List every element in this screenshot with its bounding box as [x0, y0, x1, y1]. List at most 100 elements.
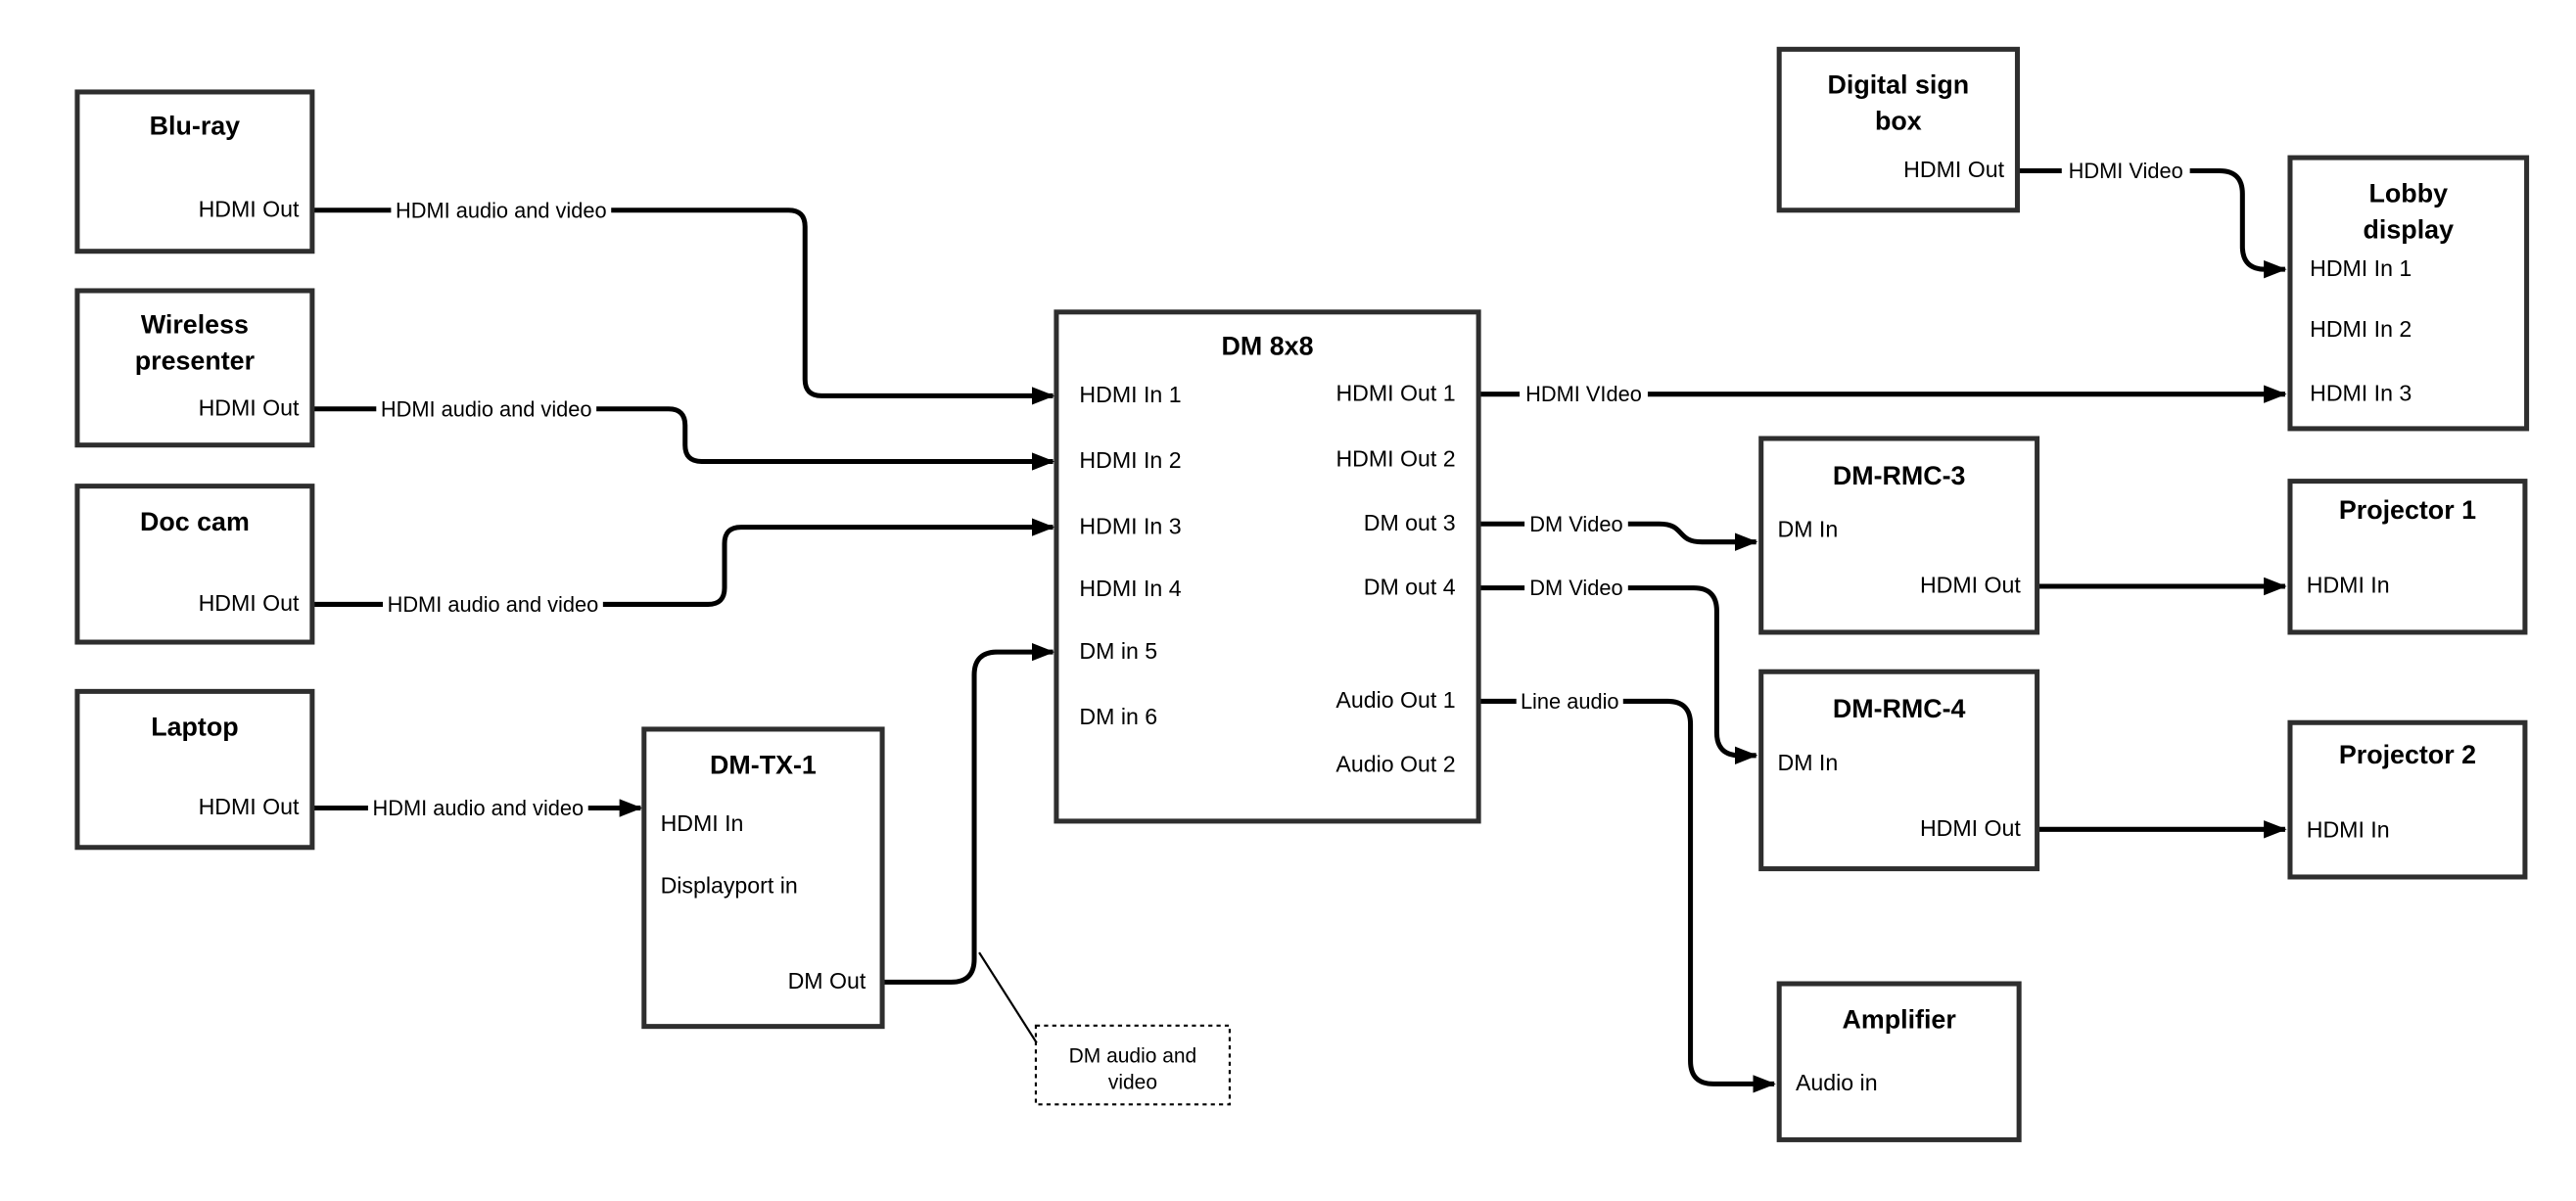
digital-sign-port-hdmi-out: HDMI Out [1903, 157, 2004, 182]
dm-tx-1-port-dm-out: DM Out [788, 968, 866, 993]
dm8x8-port-hdmi-out-1: HDMI Out 1 [1335, 380, 1455, 405]
laptop-title: Laptop [151, 713, 238, 742]
dm-rmc-3-box [1758, 436, 2040, 635]
dm8x8-port-dm-out-4: DM out 4 [1364, 574, 1456, 599]
node-projector-1: Projector 1 HDMI In [2287, 479, 2528, 635]
dm-rmc-3-port-dm-in: DM In [1777, 517, 1838, 542]
wireless-presenter-box [74, 288, 315, 448]
node-dm-rmc-4: DM-RMC-4 DM In HDMI Out [1758, 669, 2040, 872]
lobby-display-box [2287, 155, 2530, 432]
wire-label-bluray: HDMI audio and video [396, 198, 607, 222]
digital-sign-box [1776, 46, 2020, 213]
bluray-box [74, 89, 315, 254]
projector-2-port-hdmi-in: HDMI In [2307, 817, 2390, 843]
annotation-leader-line [978, 951, 1038, 1044]
dm8x8-port-hdmi-in-2: HDMI In 2 [1079, 447, 1181, 473]
node-digital-sign-box: Digital sign box HDMI Out [1776, 46, 2020, 213]
dm8x8-port-hdmi-out-2: HDMI Out 2 [1335, 446, 1455, 472]
label-bg [2061, 156, 2190, 186]
lobby-port-hdmi-in-3: HDMI In 3 [2310, 380, 2412, 405]
amplifier-box [1776, 981, 2022, 1142]
doc-cam-port-hdmi-out: HDMI Out [199, 590, 300, 616]
digital-sign-title-line2: box [1875, 107, 1922, 136]
lobby-port-hdmi-in-2: HDMI In 2 [2310, 316, 2412, 342]
dm-rmc-4-title: DM-RMC-4 [1833, 694, 1966, 723]
wire-doccam-to-dm8x8-in3 [311, 518, 1055, 607]
dm-tx-1-port-hdmi-in: HDMI In [661, 810, 744, 836]
label-bg [383, 589, 603, 620]
label-bg [376, 393, 597, 424]
label-bg [1524, 509, 1628, 539]
node-dm-rmc-3: DM-RMC-3 DM In HDMI Out [1758, 436, 2040, 635]
wireless-presenter-title-line1: Wireless [141, 310, 249, 340]
wire-label-wireless: HDMI audio and video [381, 396, 592, 421]
wire-label-doccam: HDMI audio and video [388, 592, 599, 617]
node-wireless-presenter: Wireless presenter HDMI Out [74, 288, 315, 448]
dm8x8-port-dm-in-6: DM in 6 [1079, 704, 1157, 729]
wire-label-dm-video-out3: DM Video [1529, 512, 1622, 536]
doc-cam-title: Doc cam [140, 507, 250, 536]
dm8x8-port-hdmi-in-4: HDMI In 4 [1079, 576, 1181, 601]
node-dm8x8: DM 8x8 HDMI In 1 HDMI In 2 HDMI In 3 HDM… [1054, 309, 1481, 824]
laptop-box [74, 688, 315, 851]
wire-label-hdmi-video-out1: HDMI VIdeo [1525, 382, 1642, 406]
dm8x8-port-dm-in-5: DM in 5 [1079, 638, 1157, 664]
bluray-title: Blu-ray [150, 112, 241, 141]
bluray-port-hdmi-out: HDMI Out [199, 196, 300, 221]
wire-label-laptop: HDMI audio and video [372, 796, 584, 820]
wire-label-line-audio: Line audio [1521, 689, 1619, 714]
lobby-display-title-line1: Lobby [2369, 178, 2449, 208]
wire-dmtx1-to-dm8x8-in5 [882, 642, 1055, 985]
wire-labels: HDMI audio and video HDMI audio and vide… [367, 156, 2190, 823]
wire-wireless-to-dm8x8-in2 [311, 406, 1055, 471]
dm-rmc-3-port-hdmi-out: HDMI Out [1920, 573, 2021, 598]
dm8x8-port-dm-out-3: DM out 3 [1364, 510, 1456, 535]
dm-tx-1-port-displayport-in: Displayport in [661, 873, 798, 899]
label-bg [367, 793, 588, 823]
doc-cam-box [74, 484, 315, 645]
digital-sign-title-line1: Digital sign [1828, 70, 1970, 100]
label-bg [1524, 573, 1628, 603]
node-doc-cam: Doc cam HDMI Out [74, 484, 315, 645]
dm8x8-port-audio-out-2: Audio Out 2 [1335, 752, 1455, 777]
wireless-port-hdmi-out: HDMI Out [199, 394, 300, 420]
dm-rmc-4-port-hdmi-out: HDMI Out [1920, 815, 2021, 841]
annotation-dashed-box [1034, 1024, 1232, 1106]
dm-tx-1-title: DM-TX-1 [710, 750, 817, 779]
wire-dm8x8-audio1-to-amplifier [1478, 698, 1776, 1093]
laptop-port-hdmi-out: HDMI Out [199, 794, 300, 819]
node-bluray: Blu-ray HDMI Out [74, 89, 315, 254]
projector-1-port-hdmi-in: HDMI In [2307, 573, 2390, 598]
dm-rmc-4-port-dm-in: DM In [1777, 750, 1838, 775]
projector-2-title: Projector 2 [2339, 740, 2476, 769]
label-bg [1520, 379, 1648, 409]
node-lobby-display: Lobby display HDMI In 1 HDMI In 2 HDMI I… [2287, 155, 2530, 432]
annotation-text-line2: video [1108, 1071, 1157, 1093]
wire-dm8x8-out3-to-dmrmc3 [1478, 521, 1758, 551]
annotation-dm-audio-video: DM audio and video [1034, 1024, 1232, 1106]
dm-tx-1-box [641, 726, 885, 1030]
wire-digital-sign-to-lobby-in1 [2017, 167, 2287, 279]
wireless-presenter-title-line2: presenter [135, 346, 256, 376]
dm8x8-box [1054, 309, 1481, 824]
label-bg [391, 195, 612, 225]
node-amplifier: Amplifier Audio in [1776, 981, 2022, 1142]
node-dm-tx-1: DM-TX-1 HDMI In Displayport in DM Out [641, 726, 885, 1030]
dm8x8-title: DM 8x8 [1222, 331, 1314, 360]
node-laptop: Laptop HDMI Out [74, 688, 315, 851]
node-projector-2: Projector 2 HDMI In [2287, 719, 2528, 880]
lobby-display-title-line2: display [2364, 214, 2455, 244]
lobby-port-hdmi-in-1: HDMI In 1 [2310, 255, 2412, 281]
projector-1-title: Projector 1 [2339, 495, 2476, 525]
amplifier-port-audio-in: Audio in [1796, 1070, 1878, 1095]
projector-2-box [2287, 719, 2528, 880]
wire-label-hdmi-video-sign: HDMI Video [2069, 159, 2183, 183]
label-bg [1516, 686, 1623, 716]
wire-bluray-to-dm8x8-in1 [311, 208, 1055, 405]
dm8x8-port-audio-out-1: Audio Out 1 [1335, 687, 1455, 713]
wire-dm8x8-out4-to-dmrmc4 [1478, 585, 1758, 765]
dm-rmc-3-title: DM-RMC-3 [1833, 461, 1966, 490]
dm8x8-port-hdmi-in-3: HDMI In 3 [1079, 513, 1181, 538]
dm8x8-port-hdmi-in-1: HDMI In 1 [1079, 382, 1181, 407]
